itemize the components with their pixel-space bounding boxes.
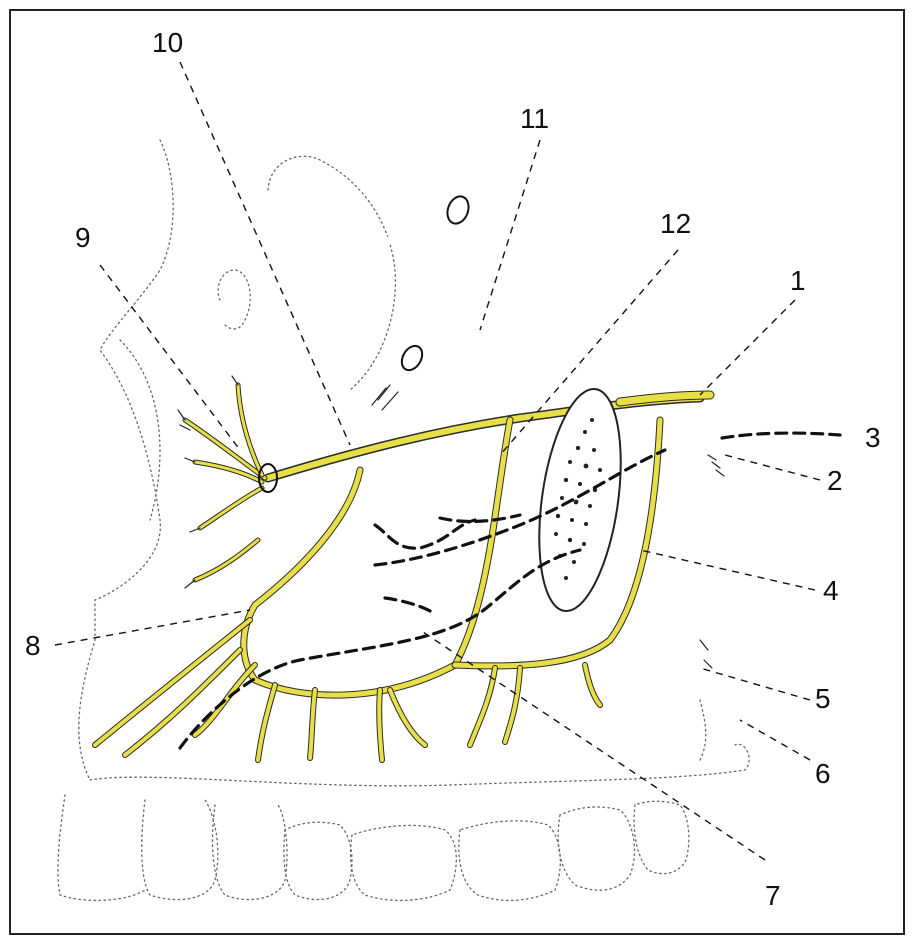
label-9: 9 [75,222,91,253]
label-3: 3 [865,422,881,453]
label-1: 1 [790,265,806,296]
label-11: 11 [520,103,549,134]
right-vessel [665,423,740,720]
dashed-pathways [180,433,840,748]
face-outline [79,140,749,786]
label-6: 6 [815,758,831,789]
label-2: 2 [827,465,843,496]
ear-outline [218,156,395,390]
upper-vessel-branches [320,40,585,410]
label-4: 4 [823,575,839,606]
label-12: 12 [660,208,691,239]
label-10: 10 [152,27,183,58]
label-5: 5 [815,683,831,714]
label-8: 8 [25,630,41,661]
teeth-outline [58,795,689,900]
label-7: 7 [765,880,781,911]
